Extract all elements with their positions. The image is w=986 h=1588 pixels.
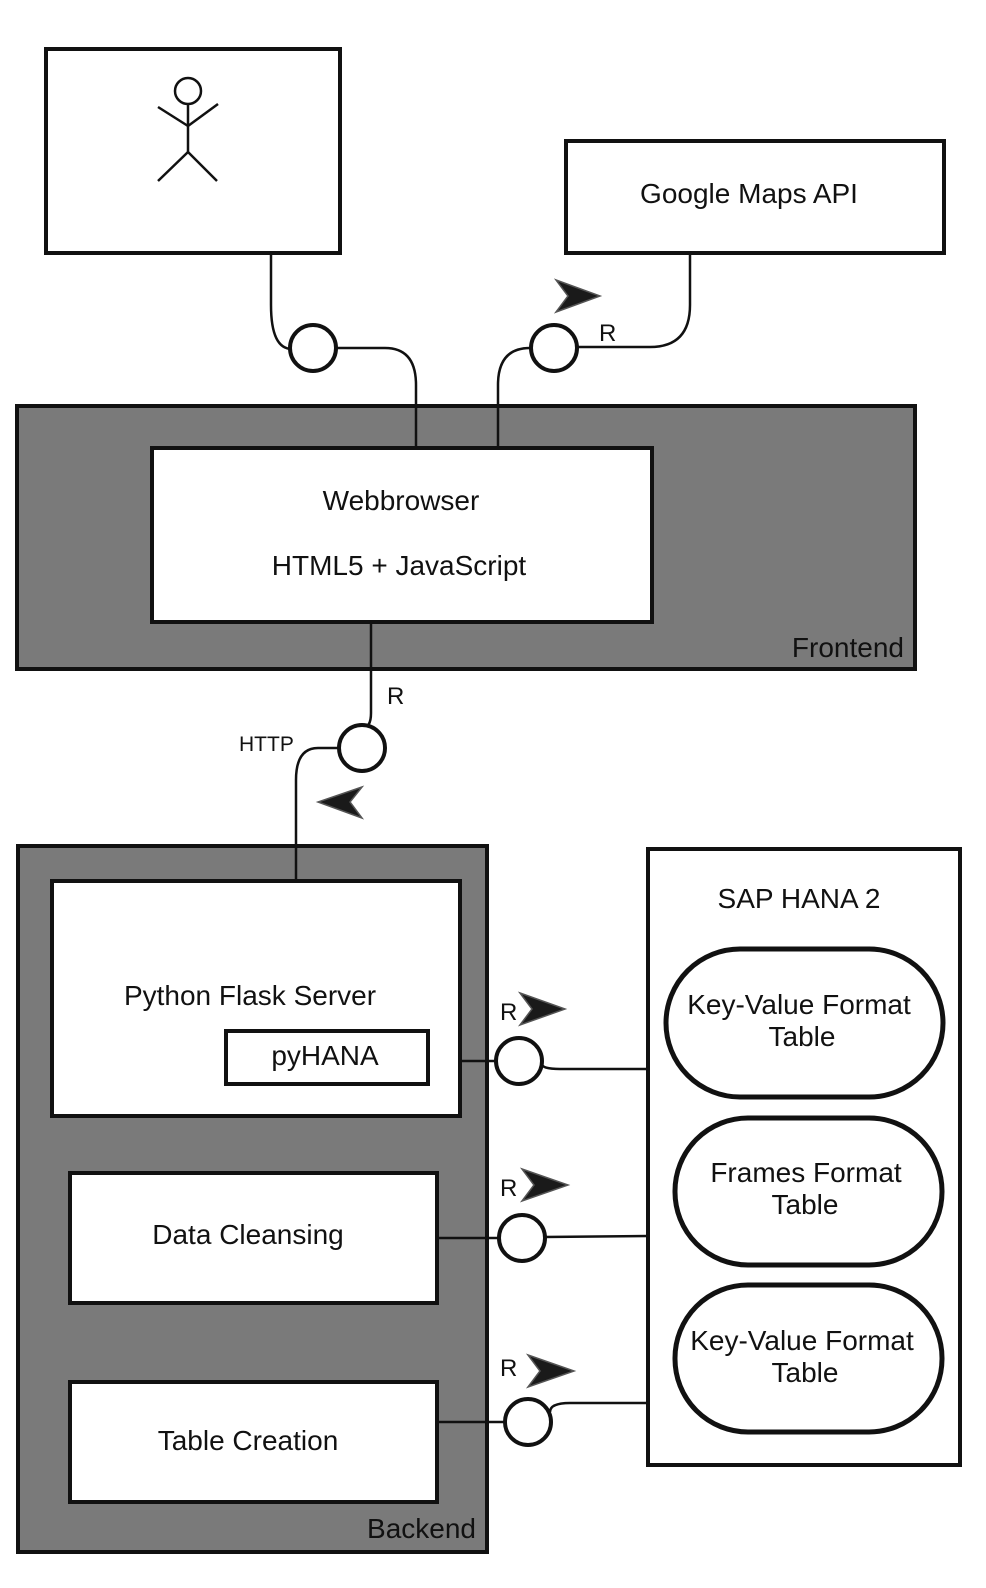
- pyhana-label: pyHANA: [271, 1040, 379, 1071]
- r-label-hana-1: R: [500, 999, 517, 1026]
- direction-arrow-right-icon: [519, 1167, 571, 1203]
- interface-to-hana-line-1: [540, 1063, 648, 1071]
- hana-interface-circle-3: [503, 1397, 553, 1447]
- maps-interface-circle: [529, 323, 579, 373]
- backend-zone-label: Backend: [367, 1513, 476, 1544]
- user-actor-box: [44, 47, 342, 255]
- hana-interface-circle-2: [497, 1213, 547, 1263]
- hana-table-3: [672, 1282, 945, 1435]
- r-label-backend: R: [387, 683, 404, 710]
- webbrowser-box: [150, 446, 654, 624]
- backend-interface-to-flask-line: [294, 746, 340, 881]
- http-label: HTTP: [239, 733, 294, 756]
- browser-to-maps-interface-line: [496, 346, 531, 448]
- interface-to-browser-line: [337, 346, 418, 448]
- direction-arrow-right-icon: [553, 278, 603, 314]
- stick-figure-actor-icon: [157, 76, 219, 182]
- r-label-hana-2: R: [500, 1175, 517, 1202]
- hana-interface-circle-1: [494, 1036, 544, 1086]
- data-cleansing-box: [68, 1171, 439, 1305]
- r-label-maps: R: [599, 320, 616, 347]
- hana-table-3-line2: Table: [772, 1357, 839, 1388]
- direction-arrow-right-icon: [525, 1353, 577, 1389]
- r-label-hana-3: R: [500, 1355, 517, 1382]
- hana-table-1-line2: Table: [769, 1021, 836, 1052]
- hana-table-1-line1: Key-Value Format: [687, 989, 911, 1020]
- user-to-interface-line: [269, 253, 293, 351]
- user-interface-circle: [288, 323, 338, 373]
- frontend-zone-label: Frontend: [792, 632, 904, 663]
- google-maps-api-box: [564, 139, 946, 255]
- webbrowser-title: Webbrowser: [323, 485, 480, 516]
- python-flask-server-label: Python Flask Server: [124, 980, 376, 1011]
- hana-table-2: [672, 1115, 945, 1268]
- table-creation-label: Table Creation: [158, 1425, 339, 1456]
- hana-table-1: [663, 946, 946, 1100]
- interface-to-hana-line-3: [548, 1401, 648, 1413]
- hana-table-2-line2: Table: [772, 1189, 839, 1220]
- data-cleansing-label: Data Cleansing: [152, 1219, 343, 1250]
- pyhana-box: [224, 1029, 430, 1086]
- direction-arrow-left-icon: [315, 785, 365, 820]
- hana-table-3-line1: Key-Value Format: [690, 1325, 914, 1356]
- maps-interface-to-maps-line: [577, 253, 692, 349]
- interface-to-hana-line-2: [543, 1234, 649, 1239]
- google-maps-api-label: Google Maps API: [640, 178, 858, 209]
- table-creation-box: [68, 1380, 439, 1504]
- hana-table-2-line1: Frames Format: [710, 1157, 902, 1188]
- webbrowser-subtitle: HTML5 + JavaScript: [272, 550, 527, 581]
- sap-hana-title: SAP HANA 2: [718, 883, 881, 914]
- direction-arrow-right-icon: [517, 991, 568, 1027]
- backend-http-interface-circle: [337, 723, 387, 773]
